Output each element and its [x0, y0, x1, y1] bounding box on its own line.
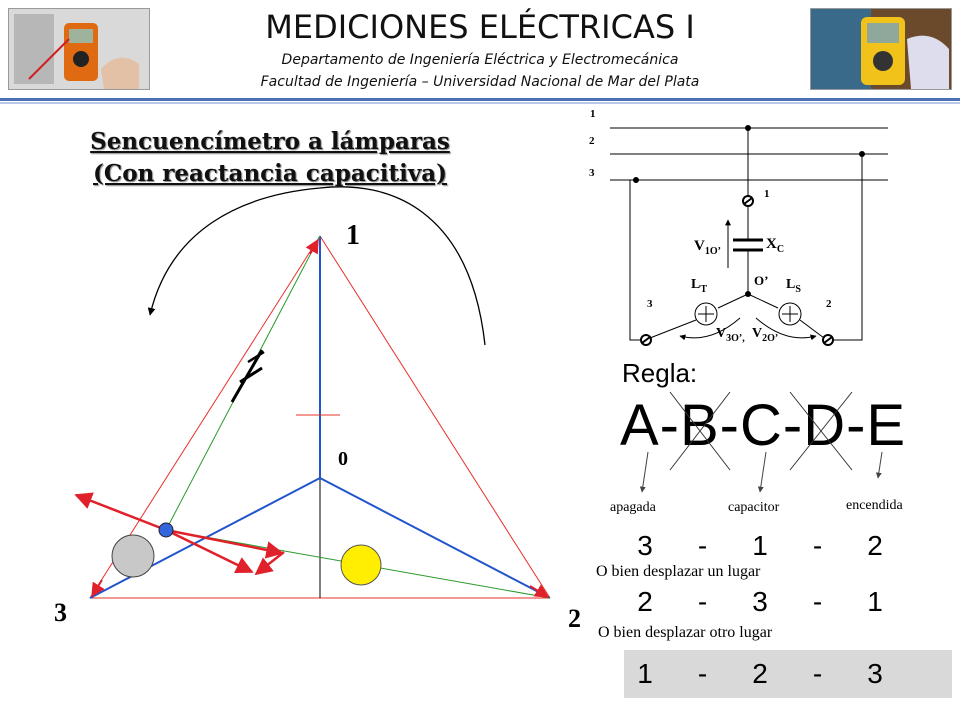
sequence-2: 2 - 3 - 1: [625, 582, 895, 622]
circuit-line-label-2: 2: [589, 135, 595, 147]
circuit-node-label-1: 1: [764, 188, 770, 200]
lamp-on: [340, 544, 382, 586]
seq2-a: 2: [637, 586, 653, 617]
red-arrow-mid: [165, 528, 284, 559]
red-arrow-to-1: [305, 238, 319, 255]
circuit-diagram: [610, 125, 888, 346]
seq3-a: 1: [637, 658, 653, 689]
red-arrow-low: [165, 528, 254, 574]
seq1-b: 1: [752, 530, 768, 561]
sequence-1: 3 - 1 - 2: [625, 526, 895, 566]
seq2-c: 1: [867, 586, 883, 617]
rule-label: Regla:: [622, 358, 698, 388]
neutral-point-displaced: [158, 522, 174, 538]
rotation-arrow: [147, 186, 486, 346]
seq2-sep2: -: [812, 586, 823, 617]
red-arrow-left: [74, 492, 167, 532]
seq3-sep2: -: [812, 658, 823, 689]
seq2-b: 3: [752, 586, 768, 617]
lamp-off: [111, 534, 155, 578]
header-divider: [0, 98, 960, 101]
seq3-c: 3: [867, 658, 883, 689]
voltage-v10-label: V1O’: [694, 238, 721, 257]
annotation-capacitor: capacitor: [728, 500, 780, 515]
multimeter-hand-icon: [9, 9, 149, 89]
voltage-v20-label: V2O’: [752, 326, 779, 344]
lamp-ls-label: LS: [786, 277, 801, 295]
annotation-on: encendida: [846, 498, 903, 513]
insulation-tester-icon: [811, 9, 951, 89]
seq2-sep1: -: [697, 586, 708, 617]
note-shift-other: O bien desplazar otro lugar: [598, 624, 773, 641]
circuit-line-label-3: 3: [589, 167, 595, 179]
slide-title-line1: Sencuencímetro a lámparas: [90, 128, 450, 155]
circuit-node-label-3: 3: [647, 298, 653, 310]
red-arrow-to-3: [91, 579, 105, 598]
phasor-v2: [319, 477, 551, 599]
red-arrow-tip: [254, 551, 285, 576]
vertex-label-1: 1: [346, 220, 360, 251]
header-divider-light: [0, 102, 960, 104]
sequence-3: 1 - 2 - 3: [625, 654, 895, 694]
terminal-1: [742, 195, 754, 207]
slide-title-line2: (Con reactancia capacitiva): [93, 160, 447, 187]
terminal-3: [640, 334, 652, 346]
note-shift-one: O bien desplazar un lugar: [596, 563, 761, 580]
seq1-c: 2: [867, 530, 883, 561]
rule-strike-annotations: [639, 391, 883, 493]
center-label-0: 0: [338, 448, 348, 470]
multimeter-photo-left: [8, 8, 150, 90]
seq1-sep1: -: [697, 530, 708, 561]
header-faculty: Facultad de Ingeniería – Universidad Nac…: [260, 74, 700, 90]
header-department: Departamento de Ingeniería Eléctrica y E…: [281, 52, 679, 68]
triangle-side-1-2: [319, 235, 551, 599]
voltage-v30-label: V3O’,: [716, 326, 745, 344]
red-arrow-to-2: [529, 584, 550, 598]
circuit-line-label-1: 1: [590, 108, 596, 120]
circuit-node-label-center: O’: [754, 273, 769, 288]
rule-letters: A-B-C-D-E: [620, 393, 907, 458]
highlight-box: [624, 650, 952, 698]
header-title: MEDICIONES ELÉCTRICAS I: [265, 8, 695, 46]
seq3-b: 2: [752, 658, 768, 689]
lamp-lt-label: LT: [691, 277, 708, 295]
seq1-sep2: -: [812, 530, 823, 561]
lamp-lt-icon: [694, 302, 718, 326]
multimeter-photo-right: [810, 8, 952, 90]
phasor-diagram: [74, 186, 551, 599]
seq1-a: 3: [637, 530, 653, 561]
vertex-label-3: 3: [54, 598, 67, 627]
terminal-2: [822, 334, 834, 346]
circuit-node-label-2: 2: [826, 298, 832, 310]
lamp-ls-icon: [778, 302, 802, 326]
capacitor-label: XC: [766, 236, 785, 255]
annotation-off: apagada: [610, 500, 656, 515]
capacitor-symbol: [230, 349, 265, 403]
vertex-label-2: 2: [568, 604, 581, 633]
seq3-sep1: -: [697, 658, 708, 689]
